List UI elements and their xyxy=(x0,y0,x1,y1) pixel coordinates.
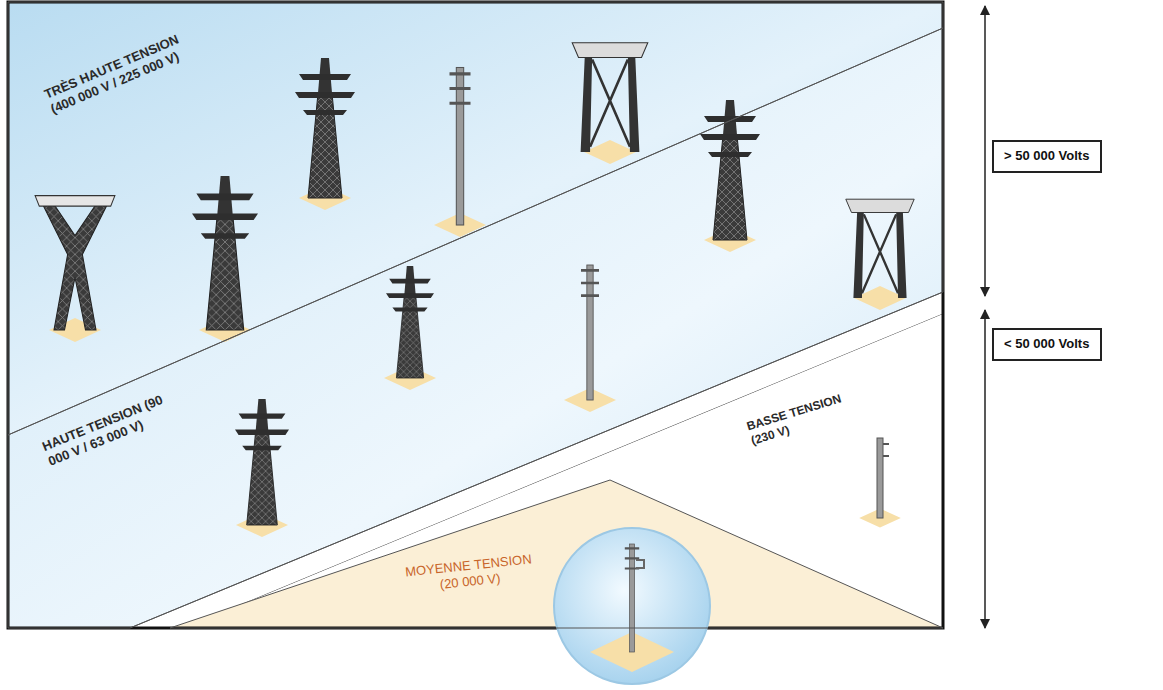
frame xyxy=(8,2,943,628)
range-arrow xyxy=(984,6,986,296)
ht-band-shape xyxy=(8,28,943,628)
ht-tower xyxy=(700,100,760,252)
bt-pole xyxy=(859,438,901,528)
range-label: < 50 000 Volts xyxy=(994,330,1100,358)
tht-tower xyxy=(35,196,115,342)
mt-triangle-shape xyxy=(170,480,943,628)
range-box: > 50 000 Volts xyxy=(992,140,1102,173)
ht-tower xyxy=(384,266,436,390)
tht-tower xyxy=(572,43,648,164)
tht-band-outline xyxy=(8,2,943,628)
tht-band: TRÈS HAUTE TENSION (400 000 V / 225 000 … xyxy=(8,2,943,628)
tht-tower xyxy=(295,58,355,210)
ht-pole xyxy=(564,265,616,412)
ht-band-fill xyxy=(8,28,943,628)
range-label: > 50 000 Volts xyxy=(994,142,1100,170)
mt-triangle-outline xyxy=(8,2,943,628)
tension-label: BASSE TENSION (230 V) xyxy=(745,389,856,449)
ht-tower xyxy=(235,399,289,537)
ht-band-outline xyxy=(8,2,943,628)
tht-band-shape xyxy=(8,2,943,435)
range-arrow xyxy=(984,310,986,628)
tension-label: HAUTE TENSION (90 000 V / 63 000 V) xyxy=(40,391,175,471)
mt-triangle: MOYENNE TENSION (20 000 V) xyxy=(8,2,943,628)
tension-label: TRÈS HAUTE TENSION (400 000 V / 225 000 … xyxy=(42,28,196,118)
ht-band: HAUTE TENSION (90 000 V / 63 000 V) xyxy=(8,2,943,628)
tension-label: MOYENNE TENSION (20 000 V) xyxy=(400,551,539,598)
range-box: < 50 000 Volts xyxy=(992,328,1102,361)
tht-pole xyxy=(434,68,486,238)
magnifier xyxy=(554,528,710,684)
tht-tower xyxy=(192,176,258,342)
ht-tower xyxy=(846,199,914,310)
